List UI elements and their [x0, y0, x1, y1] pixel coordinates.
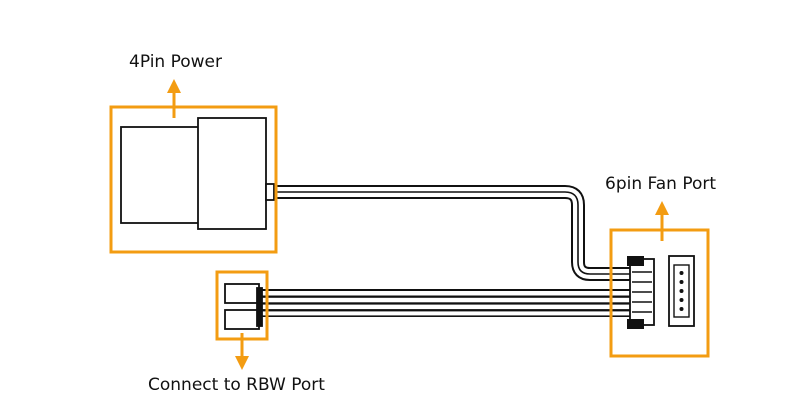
rbw-connector-top: [224, 283, 260, 304]
power-connector-housing: [197, 117, 267, 230]
power-connector-strain-relief: [265, 183, 275, 201]
rbw-wire-2: [262, 297, 634, 303]
rbw-arrow-icon: [235, 333, 249, 370]
fan-plug-contacts: [632, 271, 652, 313]
power-connector-plug-body: [120, 126, 205, 224]
fan-port-header: [668, 255, 695, 327]
power-wire-bundle: [268, 185, 632, 281]
power-wire-divider: [268, 191, 632, 275]
rbw-connector: [224, 283, 263, 330]
fan-plug-cap-top: [627, 256, 644, 266]
rbw-wire-1: [262, 291, 634, 296]
power-connector: [120, 117, 275, 230]
rbw-connector-latch: [256, 287, 263, 327]
fan-arrow-icon: [655, 201, 669, 241]
fan-highlight-box: [609, 228, 710, 358]
fan-plug-cap-bottom: [627, 319, 644, 329]
power-arrow-icon: [167, 79, 181, 118]
rbw-wire-bundle: [262, 289, 634, 317]
rbw-wire-3: [262, 304, 634, 310]
rbw-port-label: Connect to RBW Port: [148, 375, 325, 395]
fan-port-label: 6pin Fan Port: [605, 174, 716, 194]
fan-port-pins: [679, 271, 684, 311]
power-label: 4Pin Power: [129, 52, 222, 72]
rbw-connector-bottom: [224, 309, 260, 330]
rbw-wire-4: [262, 311, 634, 316]
fan-plug: [627, 256, 655, 329]
power-highlight-box: [109, 105, 278, 254]
